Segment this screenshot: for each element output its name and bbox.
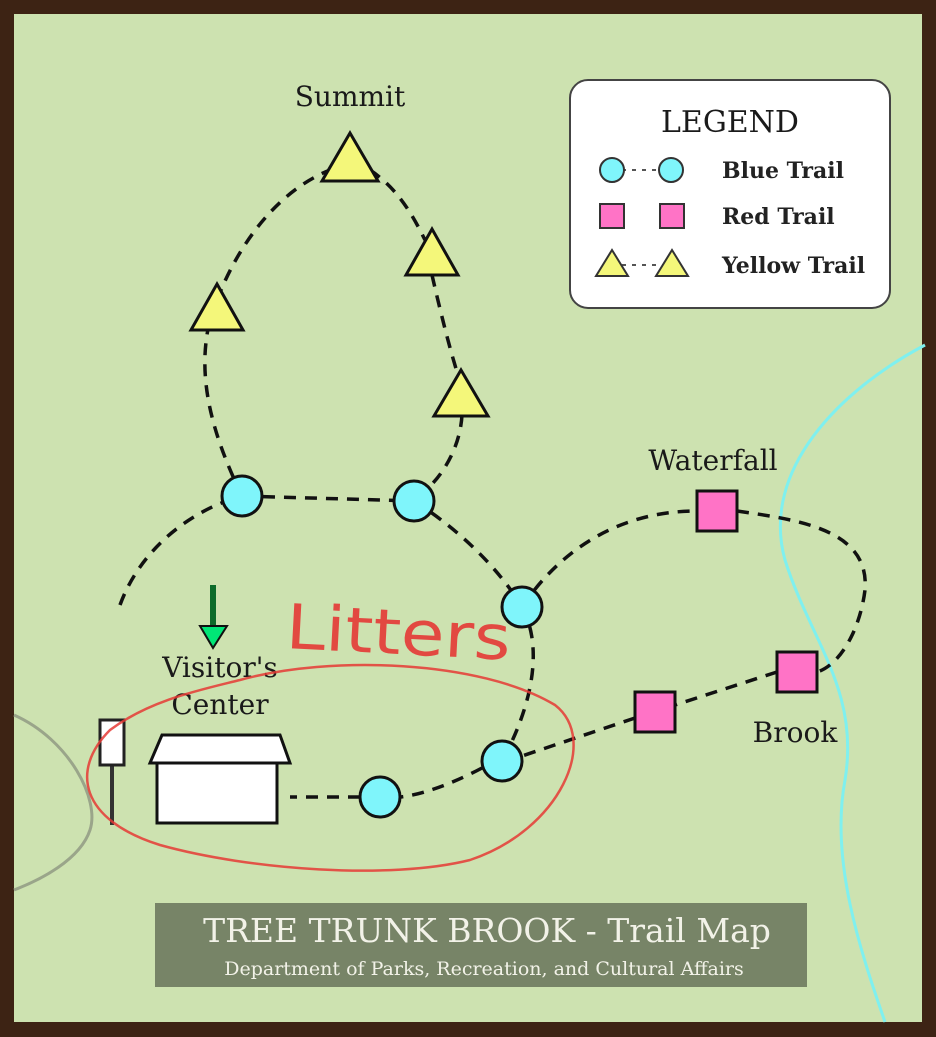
waterfall-label: Waterfall [648, 444, 777, 477]
summit-label: Summit [295, 80, 406, 113]
triangle-marker[interactable] [188, 280, 246, 332]
contour-line [13, 713, 94, 892]
map-subtitle: Department of Parks, Recreation, and Cul… [224, 958, 744, 980]
triangle-marker[interactable] [319, 130, 381, 183]
legend: LEGEND Blue Trail Red Trail Yellow Trail [569, 79, 891, 309]
square-marker[interactable] [695, 489, 739, 533]
legend-label: Blue Trail [722, 158, 844, 184]
square-marker[interactable] [633, 690, 677, 734]
triangle-marker[interactable] [403, 225, 461, 277]
map-title: TREE TRUNK BROOK - Trail Map [203, 911, 771, 950]
visitors-center-label-line1: Visitor's [161, 651, 278, 684]
blue-trail-markers [220, 474, 544, 819]
brook-label: Brook [753, 716, 839, 749]
legend-circle-icon [658, 157, 684, 183]
yellow-trail-markers [188, 130, 491, 418]
legend-label: Red Trail [722, 204, 835, 230]
triangle-marker[interactable] [431, 367, 491, 418]
annotation-text: Litters [284, 590, 513, 675]
title-banner: TREE TRUNK BROOK - Trail Map Department … [155, 903, 807, 987]
annotation-circle [85, 663, 575, 872]
legend-heading: LEGEND [661, 105, 799, 140]
circle-marker[interactable] [480, 739, 524, 783]
visitors-center-building-icon [147, 733, 293, 825]
red-trail-markers [633, 489, 819, 734]
legend-square-icon [599, 203, 625, 229]
river [778, 343, 926, 1023]
legend-triangle-icon [594, 248, 630, 277]
circle-marker[interactable] [392, 479, 436, 523]
arrow-down-icon [198, 585, 229, 650]
legend-circle-icon [599, 157, 625, 183]
legend-label: Yellow Trail [721, 253, 865, 279]
square-marker[interactable] [775, 650, 819, 694]
circle-marker[interactable] [220, 474, 264, 518]
circle-marker[interactable] [500, 585, 544, 629]
annotation: Litters [85, 590, 575, 872]
legend-triangle-icon [654, 248, 690, 277]
legend-square-icon [659, 203, 685, 229]
circle-marker[interactable] [358, 775, 402, 819]
